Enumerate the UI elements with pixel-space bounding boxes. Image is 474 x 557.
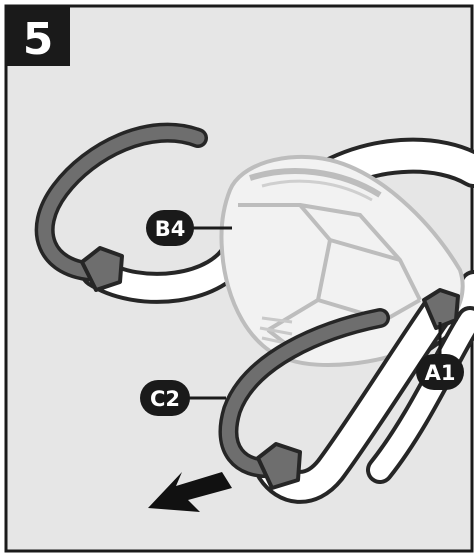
label-b4-text: B4 [155,217,186,241]
label-c2-text: C2 [150,387,180,411]
step-number: 5 [23,14,54,65]
step-badge: 5 [6,6,70,66]
label-a1-text: A1 [425,361,456,385]
